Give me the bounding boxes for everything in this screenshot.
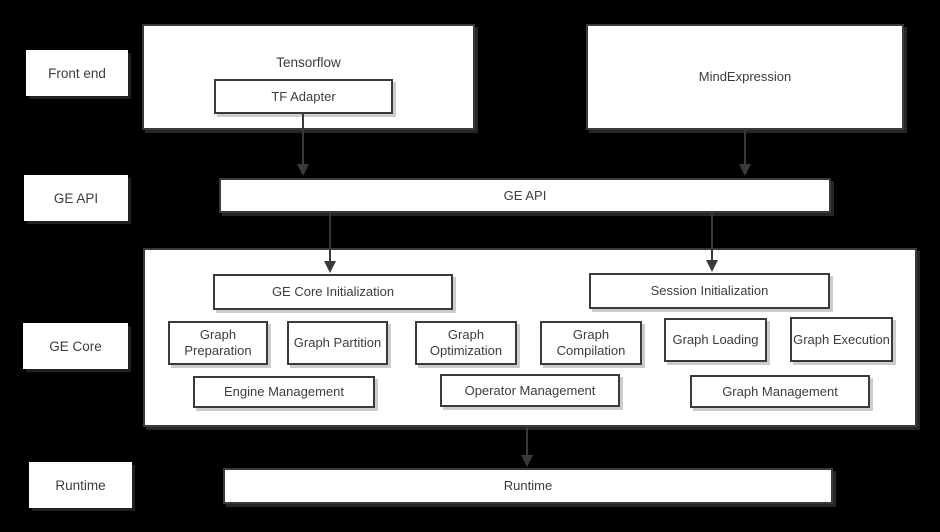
arrow-down-icon [324, 261, 336, 273]
arrow-down-icon [739, 164, 751, 176]
arrow-line [302, 114, 304, 164]
operator-management-box: Operator Management [440, 374, 620, 407]
arrow-line [526, 427, 528, 455]
graph-compilation-box: Graph Compilation [540, 321, 642, 365]
graph-partition-box: Graph Partition [287, 321, 388, 365]
runtime-bar: Runtime [223, 468, 833, 504]
arrow-line [711, 213, 713, 260]
tensorflow-box [142, 24, 475, 130]
session-initialization-box: Session Initialization [589, 273, 830, 309]
graph-loading-box: Graph Loading [664, 318, 767, 362]
engine-management-box: Engine Management [193, 376, 375, 408]
row-label-ge-core: GE Core [23, 323, 128, 369]
graph-optimization-box: Graph Optimization [415, 321, 517, 365]
mindexpression-box: MindExpression [586, 24, 904, 130]
row-label-ge-api: GE API [24, 175, 128, 221]
arrow-line [744, 130, 746, 164]
tf-adapter-box: TF Adapter [214, 79, 393, 114]
row-label-front-end: Front end [26, 50, 128, 96]
ge-core-initialization-box: GE Core Initialization [213, 274, 453, 310]
row-label-runtime: Runtime [29, 462, 132, 508]
arrow-line [329, 213, 331, 261]
graph-preparation-box: Graph Preparation [168, 321, 268, 365]
graph-management-box: Graph Management [690, 375, 870, 408]
tensorflow-label: Tensorflow [276, 55, 341, 70]
arrow-down-icon [706, 260, 718, 272]
graph-execution-box: Graph Execution [790, 317, 893, 362]
arrow-down-icon [297, 164, 309, 176]
arrow-down-icon [521, 455, 533, 467]
ge-api-bar: GE API [219, 178, 831, 213]
